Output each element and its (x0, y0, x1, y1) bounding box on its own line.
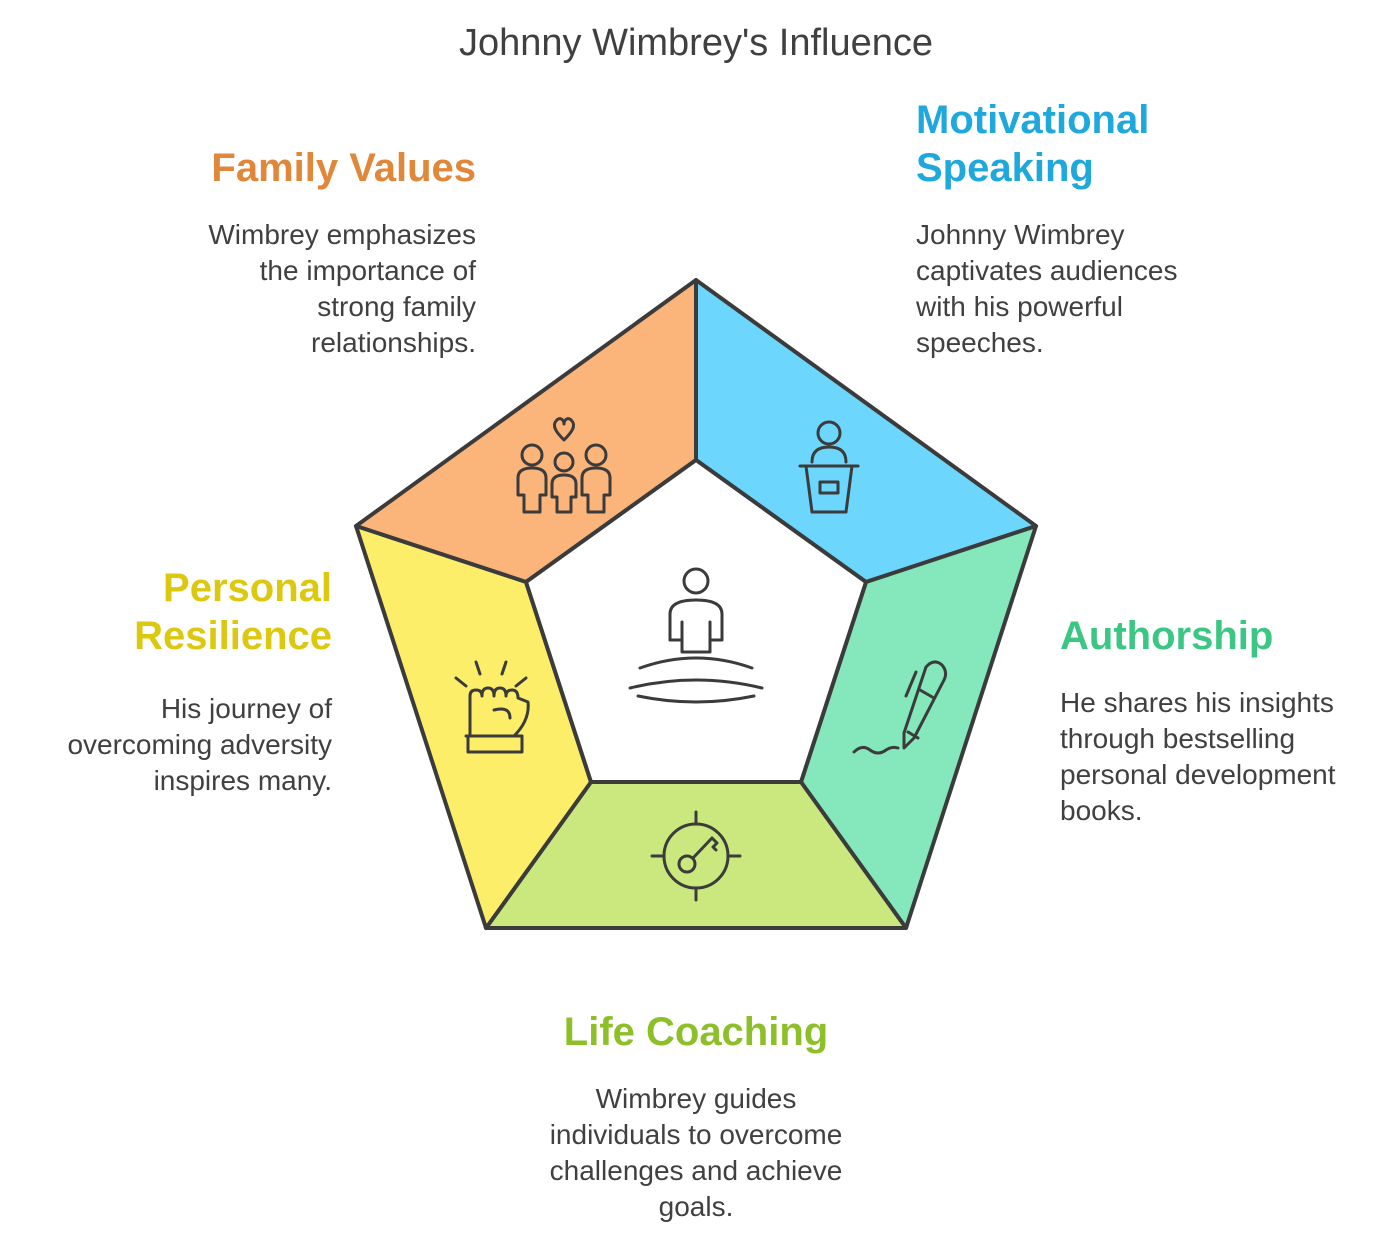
heading-personal-resilience: Personal Resilience (32, 564, 332, 660)
pen-signature-icon (852, 660, 948, 755)
desc-line: through bestselling (1060, 723, 1296, 754)
desc-line: inspires many. (153, 765, 332, 796)
desc-family-values: Wimbrey emphasizes the importance of str… (126, 217, 476, 361)
desc-line: books. (1060, 795, 1143, 826)
desc-line: personal development (1060, 759, 1336, 790)
heading-authorship: Authorship (1060, 612, 1360, 660)
desc-line: overcoming adversity (67, 729, 332, 760)
center-pentagon (524, 458, 868, 784)
heading-line: Speaking (916, 146, 1094, 190)
target-key-icon (650, 810, 742, 902)
desc-line: captivates audiences (916, 255, 1178, 286)
desc-motivational-speaking: Johnny Wimbrey captivates audiences with… (916, 217, 1246, 361)
page-title: Johnny Wimbrey's Influence (458, 22, 934, 64)
desc-line: challenges and achieve (549, 1155, 843, 1186)
desc-line: speeches. (916, 327, 1044, 358)
family-heart-icon (516, 417, 612, 514)
desc-line: Wimbrey emphasizes (208, 219, 476, 250)
desc-line: Wimbrey guides (595, 1083, 797, 1114)
desc-line: He shares his insights (1060, 687, 1334, 718)
desc-line: His journey of (160, 693, 332, 724)
desc-line: relationships. (311, 327, 476, 358)
meditating-person-icon (628, 567, 764, 704)
raised-fist-icon (454, 660, 530, 754)
desc-life-coaching: Wimbrey guides individuals to overcome c… (496, 1081, 896, 1225)
authorship-heading-text: Authorship (1060, 614, 1274, 658)
heading-family-values: Family Values (176, 144, 476, 192)
desc-line: Johnny Wimbrey (916, 219, 1125, 250)
heading-line: Motivational (916, 98, 1150, 142)
desc-personal-resilience: His journey of overcoming adversity insp… (12, 691, 332, 799)
desc-authorship: He shares his insights through bestselli… (1060, 685, 1380, 829)
speaker-podium-icon (798, 420, 860, 514)
heading-line: Personal (163, 566, 332, 610)
desc-line: individuals to overcome (549, 1119, 843, 1150)
heading-life-coaching: Life Coaching (496, 1008, 896, 1056)
heading-motivational-speaking: Motivational Speaking (916, 96, 1216, 192)
desc-line: goals. (658, 1191, 734, 1222)
desc-line: strong family (317, 291, 476, 322)
desc-line: the importance of (259, 255, 476, 286)
heading-line: Resilience (134, 614, 332, 658)
life-coaching-heading-text: Life Coaching (563, 1010, 829, 1054)
desc-line: with his powerful (916, 291, 1123, 322)
family-values-heading-text: Family Values (211, 146, 476, 190)
